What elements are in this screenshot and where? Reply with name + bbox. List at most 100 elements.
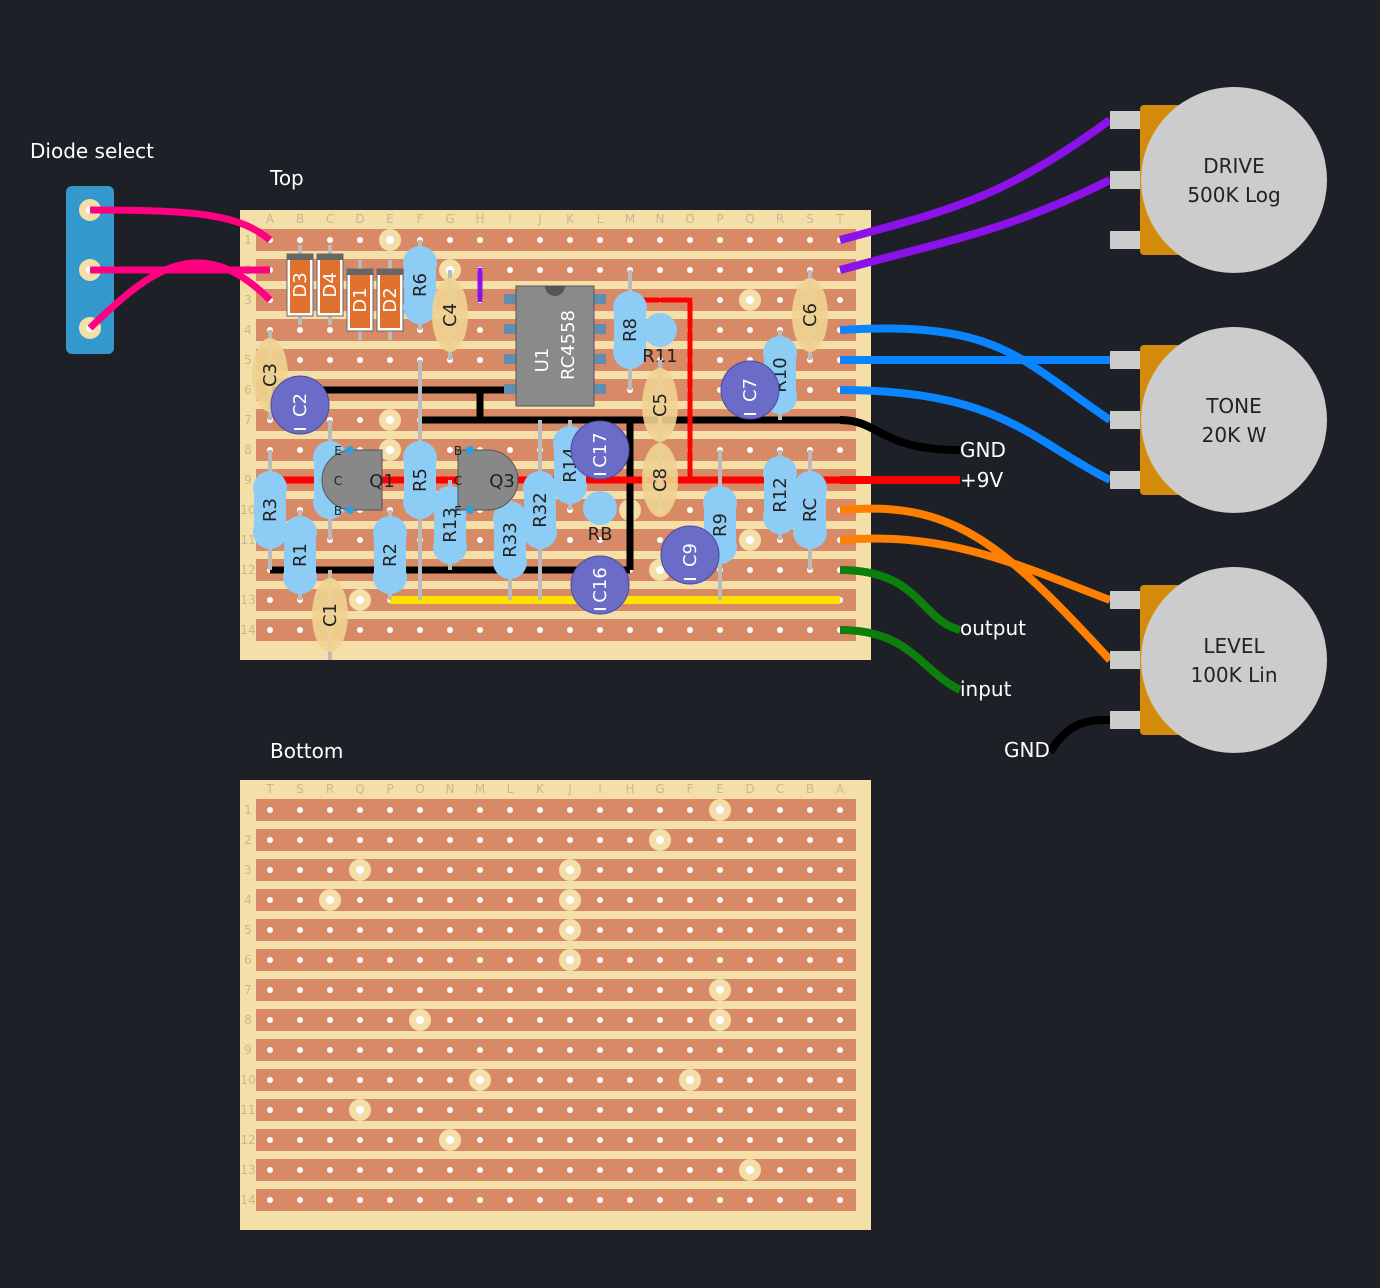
bottom-hole-3-14 xyxy=(657,867,663,873)
bottom-hole-4-5 xyxy=(387,897,393,903)
pot-lug-2 xyxy=(1110,171,1142,189)
top-col-label: T xyxy=(835,212,844,226)
top-hole-3-16 xyxy=(717,297,723,303)
bottom-hole-5-10 xyxy=(537,927,543,933)
bottom-hole-11-3 xyxy=(327,1107,333,1113)
electrolytic-body xyxy=(570,555,630,615)
bottom-strip-5 xyxy=(256,919,856,941)
bottom-hole-11-10 xyxy=(537,1107,543,1113)
pot-name-label: TONE xyxy=(1205,394,1262,418)
track-cut-hole xyxy=(356,596,364,604)
bottom-hole-5-4 xyxy=(357,927,363,933)
bottom-hole-7-11 xyxy=(567,987,573,993)
bottom-hole-4-6 xyxy=(417,897,423,903)
resistor-cap xyxy=(763,456,797,490)
top-hole-2-9 xyxy=(507,267,513,273)
bottom-hole-10-6 xyxy=(417,1077,423,1083)
top-hole-2-16 xyxy=(717,267,723,273)
track-cut-hole xyxy=(356,1106,364,1114)
bottom-col-label: I xyxy=(598,782,602,796)
top-hole-11-4 xyxy=(357,537,363,543)
gnd-wire xyxy=(839,416,961,454)
bottom-hole-7-5 xyxy=(387,987,393,993)
bottom-hole-3-5 xyxy=(387,867,393,873)
bottom-hole-13-4 xyxy=(357,1167,363,1173)
bottom-hole-14-16 xyxy=(717,1197,723,1203)
electrolytic-c7: C7 xyxy=(720,360,780,420)
resistor-cap xyxy=(253,515,287,549)
bottom-hole-13-19 xyxy=(807,1167,813,1173)
bottom-hole-6-9 xyxy=(507,957,513,963)
bottom-hole-7-19 xyxy=(807,987,813,993)
bottom-hole-1-15 xyxy=(687,807,693,813)
bottom-hole-2-17 xyxy=(747,837,753,843)
bottom-hole-4-7 xyxy=(447,897,453,903)
bottom-hole-3-17 xyxy=(747,867,753,873)
transistor-pin-label: E xyxy=(454,504,462,518)
top-hole-1-7 xyxy=(447,237,453,243)
bottom-hole-14-13 xyxy=(627,1197,633,1203)
ic-pins xyxy=(504,294,606,394)
bottom-row-label: 4 xyxy=(244,893,252,907)
diode-wire-3 xyxy=(87,259,273,331)
top-hole-6-19 xyxy=(807,387,813,393)
top-row-label: 7 xyxy=(244,413,252,427)
electrolytic-body xyxy=(720,360,780,420)
top-hole-5-5 xyxy=(387,357,393,363)
bottom-hole-9-2 xyxy=(297,1047,303,1053)
pot-knob xyxy=(1141,87,1327,273)
bottom-hole-2-4 xyxy=(357,837,363,843)
resistor-r1: R1 xyxy=(283,516,317,594)
top-col-label: O xyxy=(685,212,694,226)
bottom-hole-5-2 xyxy=(297,927,303,933)
bottom-hole-11-11 xyxy=(567,1107,573,1113)
component-label: R13 xyxy=(440,507,461,542)
bottom-col-label: M xyxy=(475,782,485,796)
bottom-hole-13-2 xyxy=(297,1167,303,1173)
bottom-col-label: O xyxy=(415,782,424,796)
electrolytic-c2: C2 xyxy=(270,375,330,435)
component-label: RC xyxy=(800,498,821,522)
top-hole-1-16 xyxy=(717,237,723,243)
component-label: D1 xyxy=(350,287,371,312)
bottom-hole-10-20 xyxy=(837,1077,843,1083)
bottom-hole-3-7 xyxy=(447,867,453,873)
top-hole-14-9 xyxy=(507,627,513,633)
bottom-col-label: S xyxy=(296,782,304,796)
top-hole-14-17 xyxy=(747,627,753,633)
bottom-hole-9-4 xyxy=(357,1047,363,1053)
pot-lug-3 xyxy=(1110,231,1142,249)
gnd-label: GND xyxy=(960,438,1006,462)
bottom-hole-14-11 xyxy=(567,1197,573,1203)
bottom-hole-2-11 xyxy=(567,837,573,843)
bottom-hole-10-14 xyxy=(657,1077,663,1083)
bottom-hole-9-13 xyxy=(627,1047,633,1053)
bottom-hole-4-8 xyxy=(477,897,483,903)
film-cap-body xyxy=(642,368,678,442)
bottom-hole-5-18 xyxy=(777,927,783,933)
bottom-hole-8-15 xyxy=(687,1017,693,1023)
ic-ref-label: U1 xyxy=(532,348,553,373)
resistor-cap xyxy=(763,336,797,370)
top-row-label: 5 xyxy=(244,353,252,367)
bottom-hole-13-14 xyxy=(657,1167,663,1173)
bottom-hole-5-7 xyxy=(447,927,453,933)
top-hole-14-8 xyxy=(477,627,483,633)
bottom-row-label: 11 xyxy=(240,1103,255,1117)
bottom-hole-5-13 xyxy=(627,927,633,933)
bottom-hole-14-17 xyxy=(747,1197,753,1203)
top-col-label: L xyxy=(597,212,604,226)
bottom-hole-1-10 xyxy=(537,807,543,813)
component-label: C8 xyxy=(650,468,671,492)
bottom-hole-13-12 xyxy=(597,1167,603,1173)
bottom-hole-9-19 xyxy=(807,1047,813,1053)
bottom-hole-5-12 xyxy=(597,927,603,933)
track-cut-hole xyxy=(386,416,394,424)
diode-band xyxy=(377,269,403,275)
bottom-hole-11-19 xyxy=(807,1107,813,1113)
bottom-board-base xyxy=(240,780,871,1230)
tone-wire-3 xyxy=(839,386,1112,484)
